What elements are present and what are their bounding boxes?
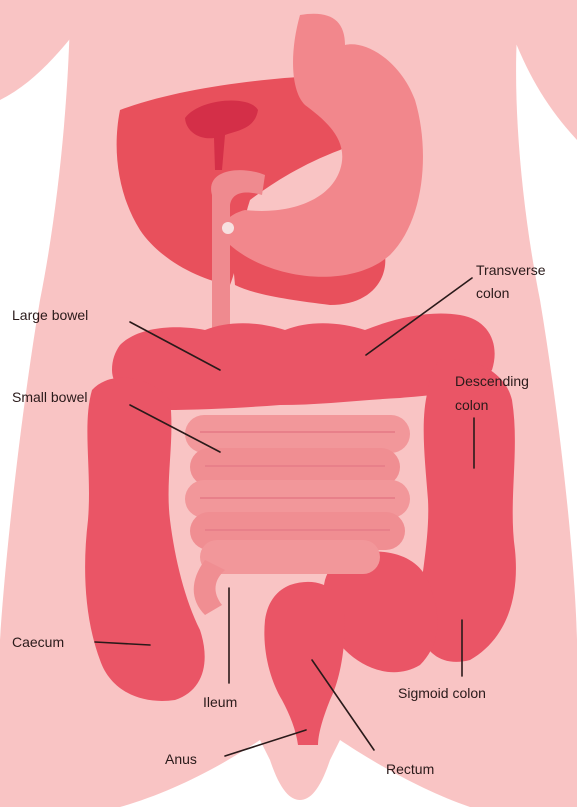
label-large-bowel: Large bowel	[12, 307, 88, 323]
label-descending-colon: colon	[455, 397, 488, 413]
label-caecum: Caecum	[12, 634, 64, 650]
label-transverse: Transverse	[476, 262, 546, 278]
label-descending: Descending	[455, 373, 529, 389]
label-sigmoid-colon: Sigmoid colon	[398, 685, 486, 701]
label-rectum: Rectum	[386, 761, 434, 777]
label-anus: Anus	[165, 751, 197, 767]
sphincter-highlight	[222, 222, 234, 234]
label-transverse-colon: colon	[476, 285, 509, 301]
label-small-bowel: Small bowel	[12, 389, 87, 405]
label-ileum: Ileum	[203, 694, 237, 710]
